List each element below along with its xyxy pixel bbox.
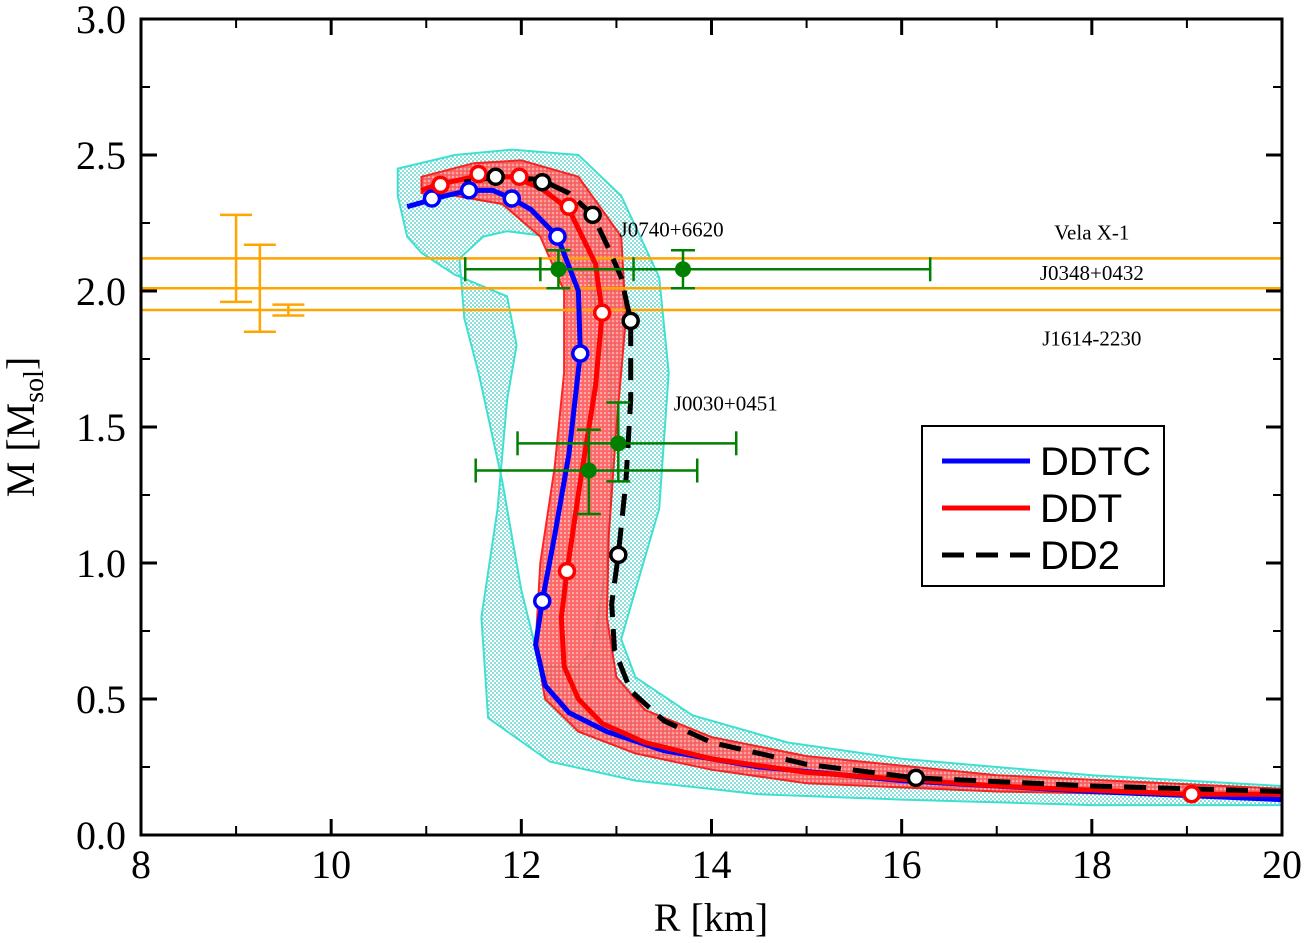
- y-tick-label-3: 1.5: [76, 405, 126, 450]
- label-j1614-2230: J1614-2230: [1042, 326, 1141, 350]
- marker-ddt-4: [510, 167, 529, 187]
- obs-point-J0030+0451-0: [610, 435, 627, 452]
- observations: [463, 248, 932, 516]
- marker-ddt-1: [557, 561, 577, 581]
- x-tick-label-6: 20: [1262, 842, 1302, 887]
- label-j0740-6620: J0740+6620: [620, 218, 724, 242]
- y-tick-label-5: 2.5: [76, 133, 126, 178]
- mass-limit-lines: [141, 213, 1282, 334]
- x-tick-label-0: 8: [131, 842, 151, 887]
- x-axis-title: R [km]: [654, 895, 768, 940]
- marker-ddt-2: [592, 303, 612, 323]
- y-tick-label-1: 0.5: [76, 677, 126, 722]
- marker-ddtc-0: [533, 591, 552, 611]
- x-tick-label-3: 14: [692, 842, 732, 887]
- y-tick-label-0: 0.0: [76, 813, 126, 858]
- obs-point-J0030+0451-1: [580, 462, 597, 479]
- legend-label-ddt: DDT: [1040, 487, 1122, 531]
- marker-dd2-3: [583, 205, 602, 225]
- y-axis-title-main: M [M: [0, 403, 43, 497]
- label-j0348-0432: J0348+0432: [1040, 261, 1144, 285]
- marker-ddtc-3: [502, 189, 522, 208]
- eos-curves: [406, 164, 1282, 804]
- x-tick-label-2: 12: [501, 842, 541, 887]
- x-tick-label-4: 16: [882, 842, 922, 887]
- marker-ddtc-5: [422, 189, 442, 208]
- marker-ddtc-2: [548, 227, 567, 246]
- y-axis-title: M [Msol]: [0, 357, 50, 497]
- legend-label-dd2: DD2: [1040, 534, 1120, 578]
- svg-text:M [Msol]: M [Msol]: [0, 357, 50, 497]
- y-tick-label-4: 2.0: [76, 269, 126, 314]
- obs-point-J0740+6620-1: [674, 261, 691, 278]
- label-vela-x-1: Vela X-1: [1054, 220, 1129, 244]
- y-tick-label-6: 3.0: [76, 0, 126, 42]
- x-tick-label-1: 10: [311, 842, 351, 887]
- label-j0030-0451: J0030+0451: [674, 392, 778, 416]
- marker-dd2-5: [486, 167, 505, 187]
- marker-ddt-6: [431, 175, 450, 195]
- y-axis-title-subscript: sol: [19, 370, 50, 403]
- curve-dd2: [463, 174, 1282, 794]
- marker-dd2-0: [906, 768, 926, 788]
- y-tick-label-2: 1.0: [76, 541, 126, 586]
- legend: DDTC DDT DD2: [921, 425, 1165, 587]
- y-axis-title-close: ]: [0, 357, 43, 370]
- marker-dd2-4: [533, 172, 552, 192]
- axis-ticks: 8 10 12 14 16 18 20 0.0 0.5 1.0 1.5 2.0 2.5 3.0: [76, 0, 1302, 887]
- marker-ddtc-1: [571, 344, 590, 363]
- marker-ddt-5: [469, 164, 488, 184]
- marker-dd2-2: [621, 311, 640, 331]
- marker-ddtc-4: [459, 181, 479, 200]
- legend-label-ddtc: DDTC: [1040, 440, 1151, 484]
- x-tick-label-5: 18: [1072, 842, 1112, 887]
- marker-ddt-0: [1182, 784, 1201, 804]
- marker-ddt-3: [559, 197, 579, 216]
- marker-dd2-1: [609, 545, 628, 565]
